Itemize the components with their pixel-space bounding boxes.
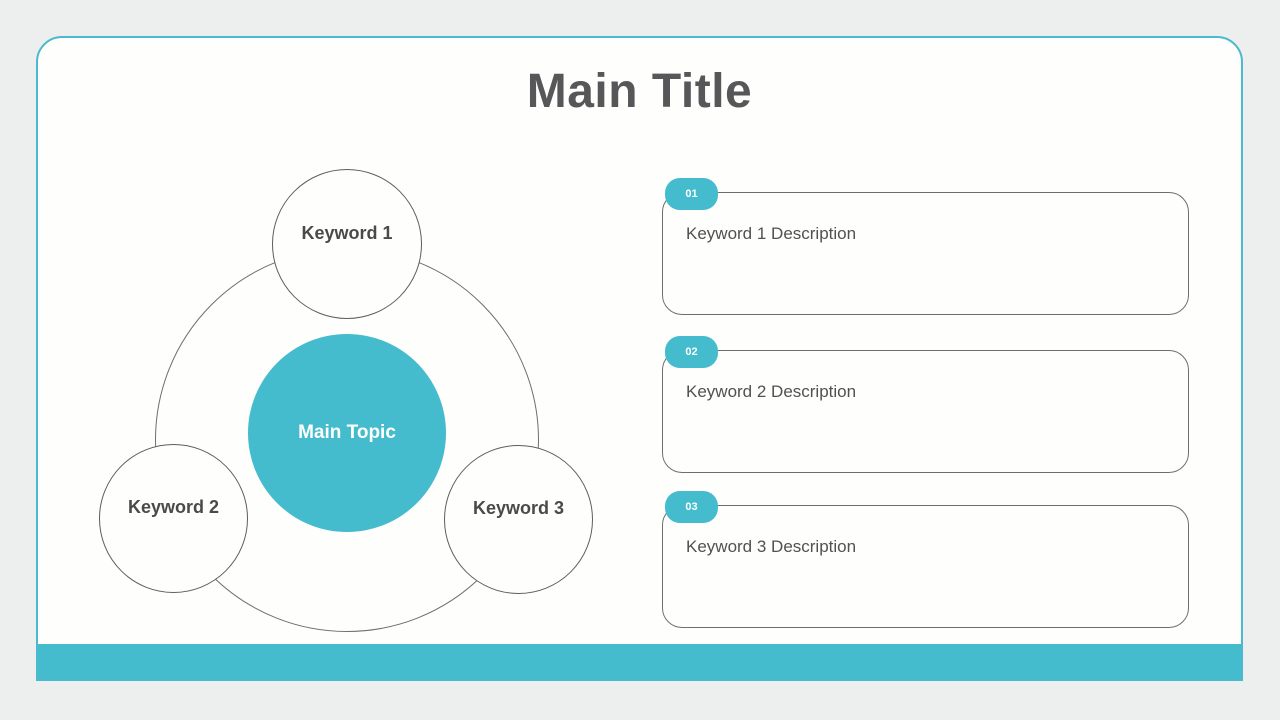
main-topic-label: Main Topic <box>298 422 396 443</box>
page-title: Main Title <box>526 65 753 118</box>
item-3-number-badge: 03 <box>665 491 718 523</box>
description-item-2: 02 Keyword 2 Description <box>662 336 1189 473</box>
footer-accent-bar <box>38 644 1241 679</box>
keyword-3-circle: Keyword 3 <box>444 445 593 594</box>
main-topic-circle: Main Topic <box>248 334 446 532</box>
keyword-2-circle: Keyword 2 <box>99 444 248 593</box>
item-2-box: Keyword 2 Description <box>662 350 1189 473</box>
item-1-box: Keyword 1 Description <box>662 192 1189 315</box>
keyword-3-label: Keyword 3 <box>472 498 565 518</box>
keyword-1-label: Keyword 1 <box>301 222 393 243</box>
keyword-2-label: Keyword 2 <box>127 497 220 517</box>
item-2-description: Keyword 2 Description <box>686 382 857 401</box>
item-1-description: Keyword 1 Description <box>686 224 857 243</box>
item-1-number-badge: 01 <box>665 178 718 210</box>
item-3-description: Keyword 3 Description <box>686 537 857 556</box>
item-3-box: Keyword 3 Description <box>662 505 1189 628</box>
description-item-1: 01 Keyword 1 Description <box>662 178 1189 315</box>
slide-canvas: Main Title Keyword 1 Keyword 2 Keyword 3… <box>36 36 1243 681</box>
description-item-3: 03 Keyword 3 Description <box>662 491 1189 628</box>
item-2-number-badge: 02 <box>665 336 718 368</box>
keyword-1-circle: Keyword 1 <box>272 169 422 319</box>
topic-diagram: Keyword 1 Keyword 2 Keyword 3 Main Topic <box>38 38 658 679</box>
